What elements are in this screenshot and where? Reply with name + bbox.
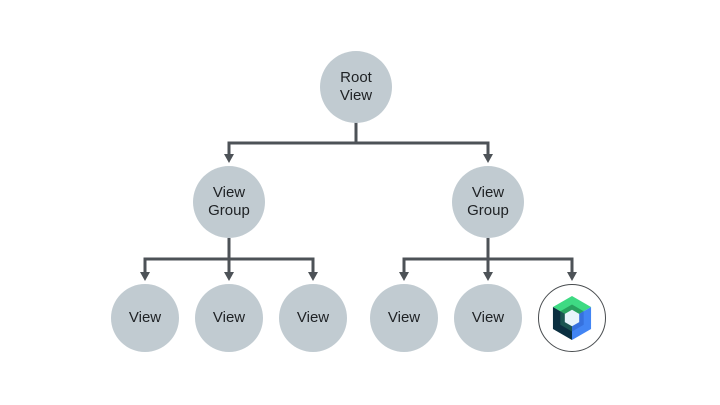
- node-view-3-label: View: [296, 309, 330, 327]
- arrowhead-view-1: [140, 272, 150, 281]
- node-view-5: View: [454, 284, 522, 352]
- node-view-group-left: View Group: [193, 166, 265, 238]
- compose-logo-center-hexagon: [564, 309, 580, 327]
- node-jetpack-compose: [538, 284, 606, 352]
- node-view-group-right-label: View Group: [467, 184, 509, 219]
- node-view-group-right: View Group: [452, 166, 524, 238]
- node-view-4: View: [370, 284, 438, 352]
- node-view-2-label: View: [212, 309, 246, 327]
- node-view-group-left-label: View Group: [208, 184, 250, 219]
- node-root-view: Root View: [320, 51, 392, 123]
- node-view-5-label: View: [471, 309, 505, 327]
- edge-left-rail: [143, 257, 315, 274]
- node-view-3: View: [279, 284, 347, 352]
- arrowhead-view-2: [224, 272, 234, 281]
- edge-upper-rail: [227, 141, 490, 158]
- jetpack-compose-icon: [552, 296, 592, 340]
- arrowhead-view-3: [308, 272, 318, 281]
- edge-right-rail: [402, 257, 574, 274]
- arrowhead-view-4: [399, 272, 409, 281]
- arrowhead-view-5: [483, 272, 493, 281]
- node-root-view-label: Root View: [339, 69, 373, 104]
- arrowhead-compose-node: [567, 272, 577, 281]
- arrowhead-right-group: [483, 154, 493, 163]
- node-view-1: View: [111, 284, 179, 352]
- arrowhead-left-group: [224, 154, 234, 163]
- node-view-4-label: View: [387, 309, 421, 327]
- node-view-2: View: [195, 284, 263, 352]
- node-view-1-label: View: [128, 309, 162, 327]
